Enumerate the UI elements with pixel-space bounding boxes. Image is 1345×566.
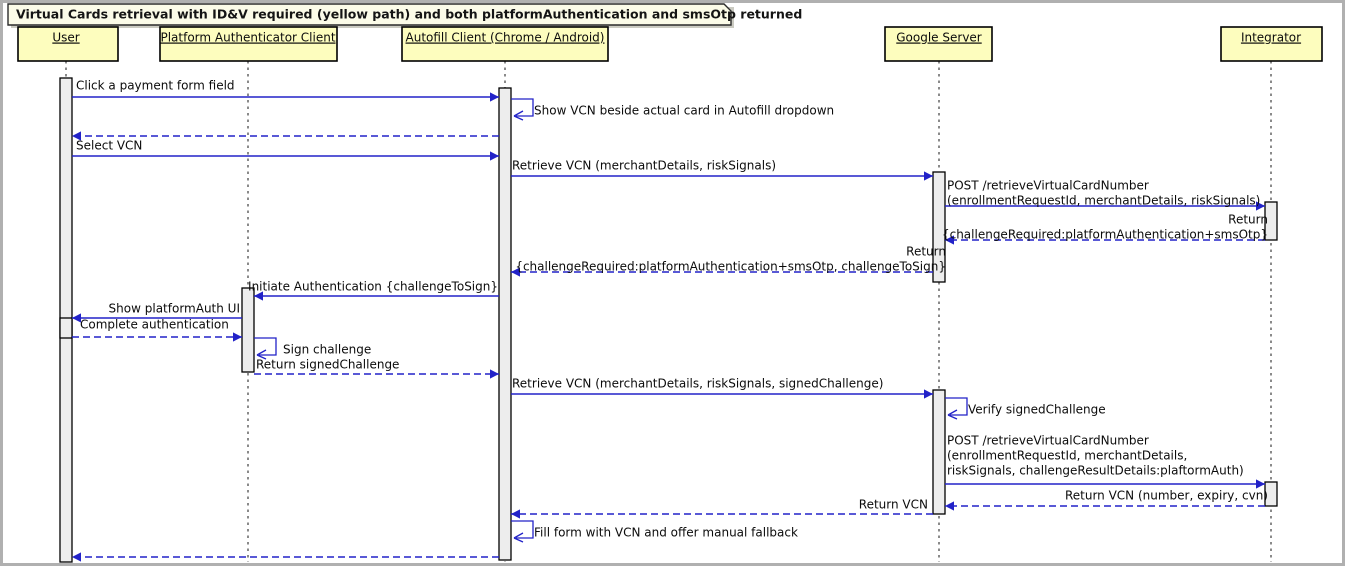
message-arrowhead-msg-8 xyxy=(511,267,520,277)
activation-bar-platauth xyxy=(241,287,255,373)
diagram-title: Virtual Cards retrieval with ID&V requir… xyxy=(7,3,802,28)
message-label-msg-6-line2: (enrollmentRequestId, merchantDetails, r… xyxy=(947,194,1260,208)
participant-box-integrator[interactable] xyxy=(1220,26,1323,62)
message-label-msg-16-line1: POST /retrieveVirtualCardNumber xyxy=(947,434,1149,448)
message-label-msg-9: Initiate Authentication {challengeToSign… xyxy=(248,280,498,294)
message-arrowhead-msg-18 xyxy=(511,509,520,519)
message-arrowhead-msg-14 xyxy=(924,389,933,399)
diagram-title-text: Virtual Cards retrieval with ID&V requir… xyxy=(16,7,802,22)
self-call-arrow-msg-15 xyxy=(947,409,958,420)
message-label-msg-18: Return VCN xyxy=(859,498,928,512)
self-call-arrow-msg-12 xyxy=(256,349,267,360)
message-arrowhead-msg-9 xyxy=(254,291,263,301)
message-label-msg-16-line2: (enrollmentRequestId, merchantDetails, xyxy=(947,449,1187,463)
message-label-msg-17: Return VCN (number, expiry, cvn) xyxy=(1065,489,1268,503)
message-label-msg-2: Show VCN beside actual card in Autofill … xyxy=(534,104,834,118)
message-arrowhead-msg-16 xyxy=(1256,479,1265,489)
message-msg-14: Retrieve VCN (merchantDetails, riskSigna… xyxy=(511,377,933,399)
message-label-msg-7-line1: Return xyxy=(1228,213,1268,227)
message-arrowhead-msg-5 xyxy=(924,171,933,181)
participant-box-google[interactable] xyxy=(884,26,993,62)
message-msg-3 xyxy=(72,131,499,141)
message-msg-12: Sign challenge xyxy=(254,337,371,360)
message-msg-11: Complete authentication xyxy=(72,318,242,342)
message-label-msg-15: Verify signedChallenge xyxy=(968,403,1106,417)
activation-bar-autofill xyxy=(498,87,512,561)
activation-bar-integrator xyxy=(1264,481,1278,507)
participant-box-platauth[interactable] xyxy=(159,26,338,62)
message-msg-16: POST /retrieveVirtualCardNumber(enrollme… xyxy=(945,434,1265,489)
message-arrowhead-msg-1 xyxy=(490,92,499,102)
message-msg-18: Return VCN xyxy=(511,498,933,519)
message-msg-7: Return{challengeRequired:platformAuthent… xyxy=(942,213,1268,245)
message-label-msg-16-line3: riskSignals, challengeResultDetails:plaf… xyxy=(947,464,1244,478)
message-label-msg-19: Fill form with VCN and offer manual fall… xyxy=(534,526,798,540)
message-label-msg-6-line1: POST /retrieveVirtualCardNumber xyxy=(947,179,1149,193)
activation-bar-google xyxy=(932,171,946,283)
participant-box-autofill[interactable] xyxy=(401,26,609,62)
message-arrowhead-msg-11 xyxy=(233,332,242,342)
participant-label-integrator: Integrator xyxy=(1241,31,1301,45)
participant-label-autofill: Autofill Client (Chrome / Android) xyxy=(406,31,605,45)
activation-bar-user xyxy=(59,317,73,339)
message-msg-17: Return VCN (number, expiry, cvn) xyxy=(945,489,1268,511)
message-arrowhead-msg-10 xyxy=(72,313,81,323)
message-label-msg-12: Sign challenge xyxy=(283,343,371,357)
message-label-msg-4: Select VCN xyxy=(76,139,142,153)
message-msg-1: Click a payment form field xyxy=(72,79,499,102)
message-arrowhead-msg-7 xyxy=(945,235,954,245)
message-arrowhead-msg-20 xyxy=(72,552,81,562)
message-msg-2: Show VCN beside actual card in Autofill … xyxy=(511,98,834,121)
activation-bars-group xyxy=(59,77,1278,563)
self-call-loop-msg-19 xyxy=(511,520,534,539)
message-arrowhead-msg-17 xyxy=(945,501,954,511)
message-msg-4: Select VCN xyxy=(72,139,499,161)
activation-bar-google xyxy=(932,389,946,515)
message-label-msg-13: Return signedChallenge xyxy=(256,358,399,372)
self-call-loop-msg-2 xyxy=(511,98,534,117)
message-msg-19: Fill form with VCN and offer manual fall… xyxy=(511,520,798,543)
message-label-msg-8-line2: {challengeRequired:platformAuthenticatio… xyxy=(515,260,946,274)
self-call-arrow-msg-19 xyxy=(513,532,524,543)
message-msg-8: Return{challengeRequired:platformAuthent… xyxy=(511,245,946,277)
message-arrowhead-msg-4 xyxy=(490,151,499,161)
message-label-msg-8-line1: Return xyxy=(906,245,946,259)
self-call-arrow-msg-2 xyxy=(513,110,524,121)
message-msg-9: Initiate Authentication {challengeToSign… xyxy=(248,280,499,301)
message-label-msg-10: Show platformAuth UI xyxy=(109,302,240,316)
message-msg-20 xyxy=(72,552,499,562)
message-label-msg-14: Retrieve VCN (merchantDetails, riskSigna… xyxy=(512,377,883,391)
self-call-loop-msg-15 xyxy=(945,397,968,416)
participant-box-user[interactable] xyxy=(17,26,119,62)
message-msg-10: Show platformAuth UI xyxy=(72,302,242,323)
message-msg-15: Verify signedChallenge xyxy=(945,397,1106,420)
self-call-loop-msg-12 xyxy=(254,337,277,356)
message-label-msg-11: Complete authentication xyxy=(80,318,229,332)
message-msg-6: POST /retrieveVirtualCardNumber(enrollme… xyxy=(945,179,1265,211)
participant-label-platauth: Platform Authenticator Client xyxy=(160,31,335,45)
message-label-msg-1: Click a payment form field xyxy=(76,79,235,93)
participants-group: User Platform Authenticator Client Autofil… xyxy=(17,26,1323,62)
message-arrowhead-msg-13 xyxy=(490,369,499,379)
participant-label-user: User xyxy=(52,31,79,45)
message-arrowhead-msg-6 xyxy=(1256,201,1265,211)
participant-label-google: Google Server xyxy=(896,31,982,45)
message-msg-13: Return signedChallenge xyxy=(254,358,499,379)
message-arrowhead-msg-3 xyxy=(72,131,81,141)
message-msg-5: Retrieve VCN (merchantDetails, riskSigna… xyxy=(511,159,933,181)
activation-bar-integrator xyxy=(1264,201,1278,241)
title-box xyxy=(7,3,732,26)
message-label-msg-7-line2: {challengeRequired:platformAuthenticatio… xyxy=(942,228,1268,242)
message-label-msg-5: Retrieve VCN (merchantDetails, riskSigna… xyxy=(512,159,776,173)
